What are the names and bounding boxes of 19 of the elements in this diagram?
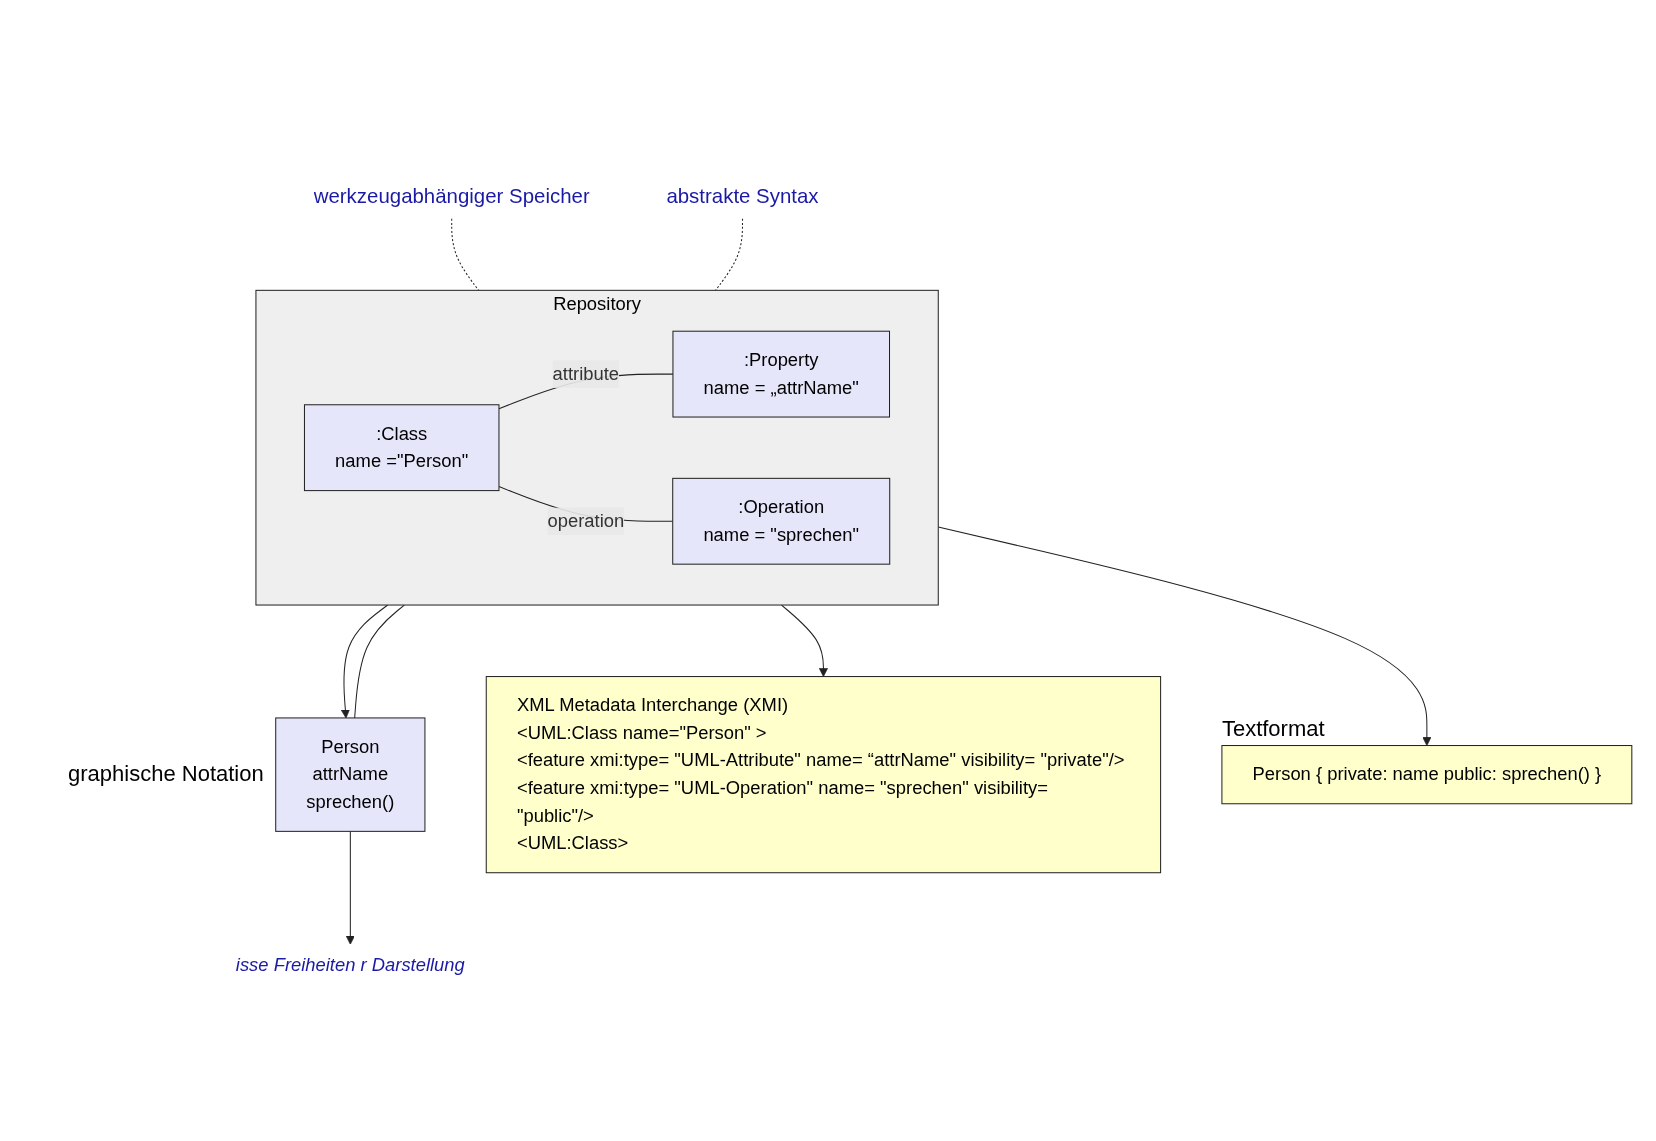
node-box: :Property name = „attrName"	[672, 330, 890, 418]
arrow	[340, 604, 389, 719]
node-text: abstrakte Syntax	[666, 184, 819, 208]
edge-label: attribute	[552, 363, 620, 384]
node-box: :Class name ="Person"	[303, 404, 500, 492]
edge-label: operation	[547, 510, 625, 531]
node-box: Person { private: name public: sprechen() }	[1221, 745, 1633, 805]
node-box: :Operation name = "sprechen"	[672, 477, 891, 565]
node-text: isse Freiheiten r Darstellung	[235, 954, 465, 976]
arrow	[345, 830, 355, 945]
caption-text: graphische Notation	[68, 760, 264, 787]
node-box: XML Metadata Interchange (XMI) <UML:Class name="Person" > <feature xmi:type= "UML-Attribute" name= “attrName" visibility= "private"/> <feature xmi:type= "UML-Operation" name= "sprechen" visibility= "public"/> <UML:Class>	[485, 676, 1162, 874]
connector	[715, 218, 743, 291]
node-box: Person attrName sprechen()	[275, 717, 426, 832]
arrow	[781, 604, 828, 677]
connector	[354, 604, 405, 719]
caption-text: Textformat	[1221, 715, 1325, 742]
connector	[451, 218, 480, 291]
node-text: werkzeugabhängiger Speicher	[313, 184, 590, 208]
